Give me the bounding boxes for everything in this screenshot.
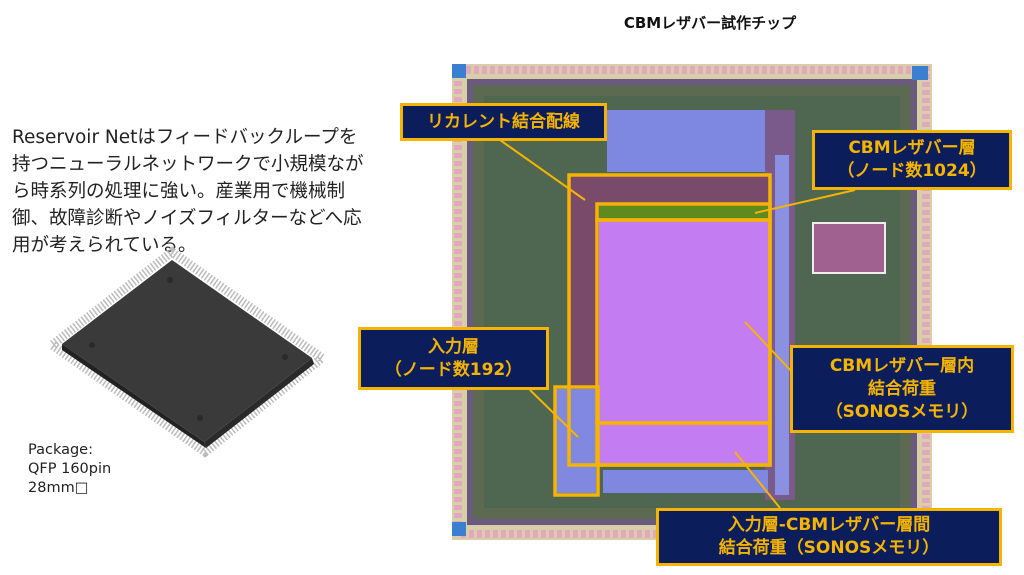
label-reservoir-weights: CBMレザバー層内 結合荷重 （SONOSメモリ） [790,345,1014,433]
label-text: 入力層 [428,336,479,357]
label-text: （SONOSメモリ） [825,401,979,422]
label-text: （ノード数1024） [837,161,987,181]
package-info: Package: QFP 160pin 28mm□ [28,441,111,498]
label-recurrent-wiring: リカレント結合配線 [400,103,607,141]
label-text: 結合荷重（SONOSメモリ） [718,538,940,558]
label-text: CBMレザバー層内 [829,355,975,376]
slide-title: CBMレザバー試作チップ [623,14,797,32]
label-text: 結合荷重 [868,378,936,399]
label-reservoir-layer: CBMレザバー層 （ノード数1024） [812,130,1012,190]
label-text: 入力層-CBMレザバー層間 [727,515,931,535]
package-label: Package: [28,442,93,458]
leader-lines [499,139,856,509]
label-text: CBMレザバー層 [848,138,976,158]
label-text: リカレント結合配線 [427,111,580,132]
input-layer-highlight [553,385,600,497]
label-input-weights: 入力層-CBMレザバー層間 結合荷重（SONOSメモリ） [656,508,1002,566]
qfp-package-photo [44,246,330,458]
package-type: QFP 160pin [28,461,112,477]
package-size: 28mm□ [28,480,89,496]
label-text: （ノード数192） [384,359,523,380]
chip-die-layout [452,64,932,540]
label-input-layer: 入力層 （ノード数192） [358,327,549,390]
description-text: Reservoir Netはフィードバックループを持つニューラルネットワークで小… [12,127,364,256]
